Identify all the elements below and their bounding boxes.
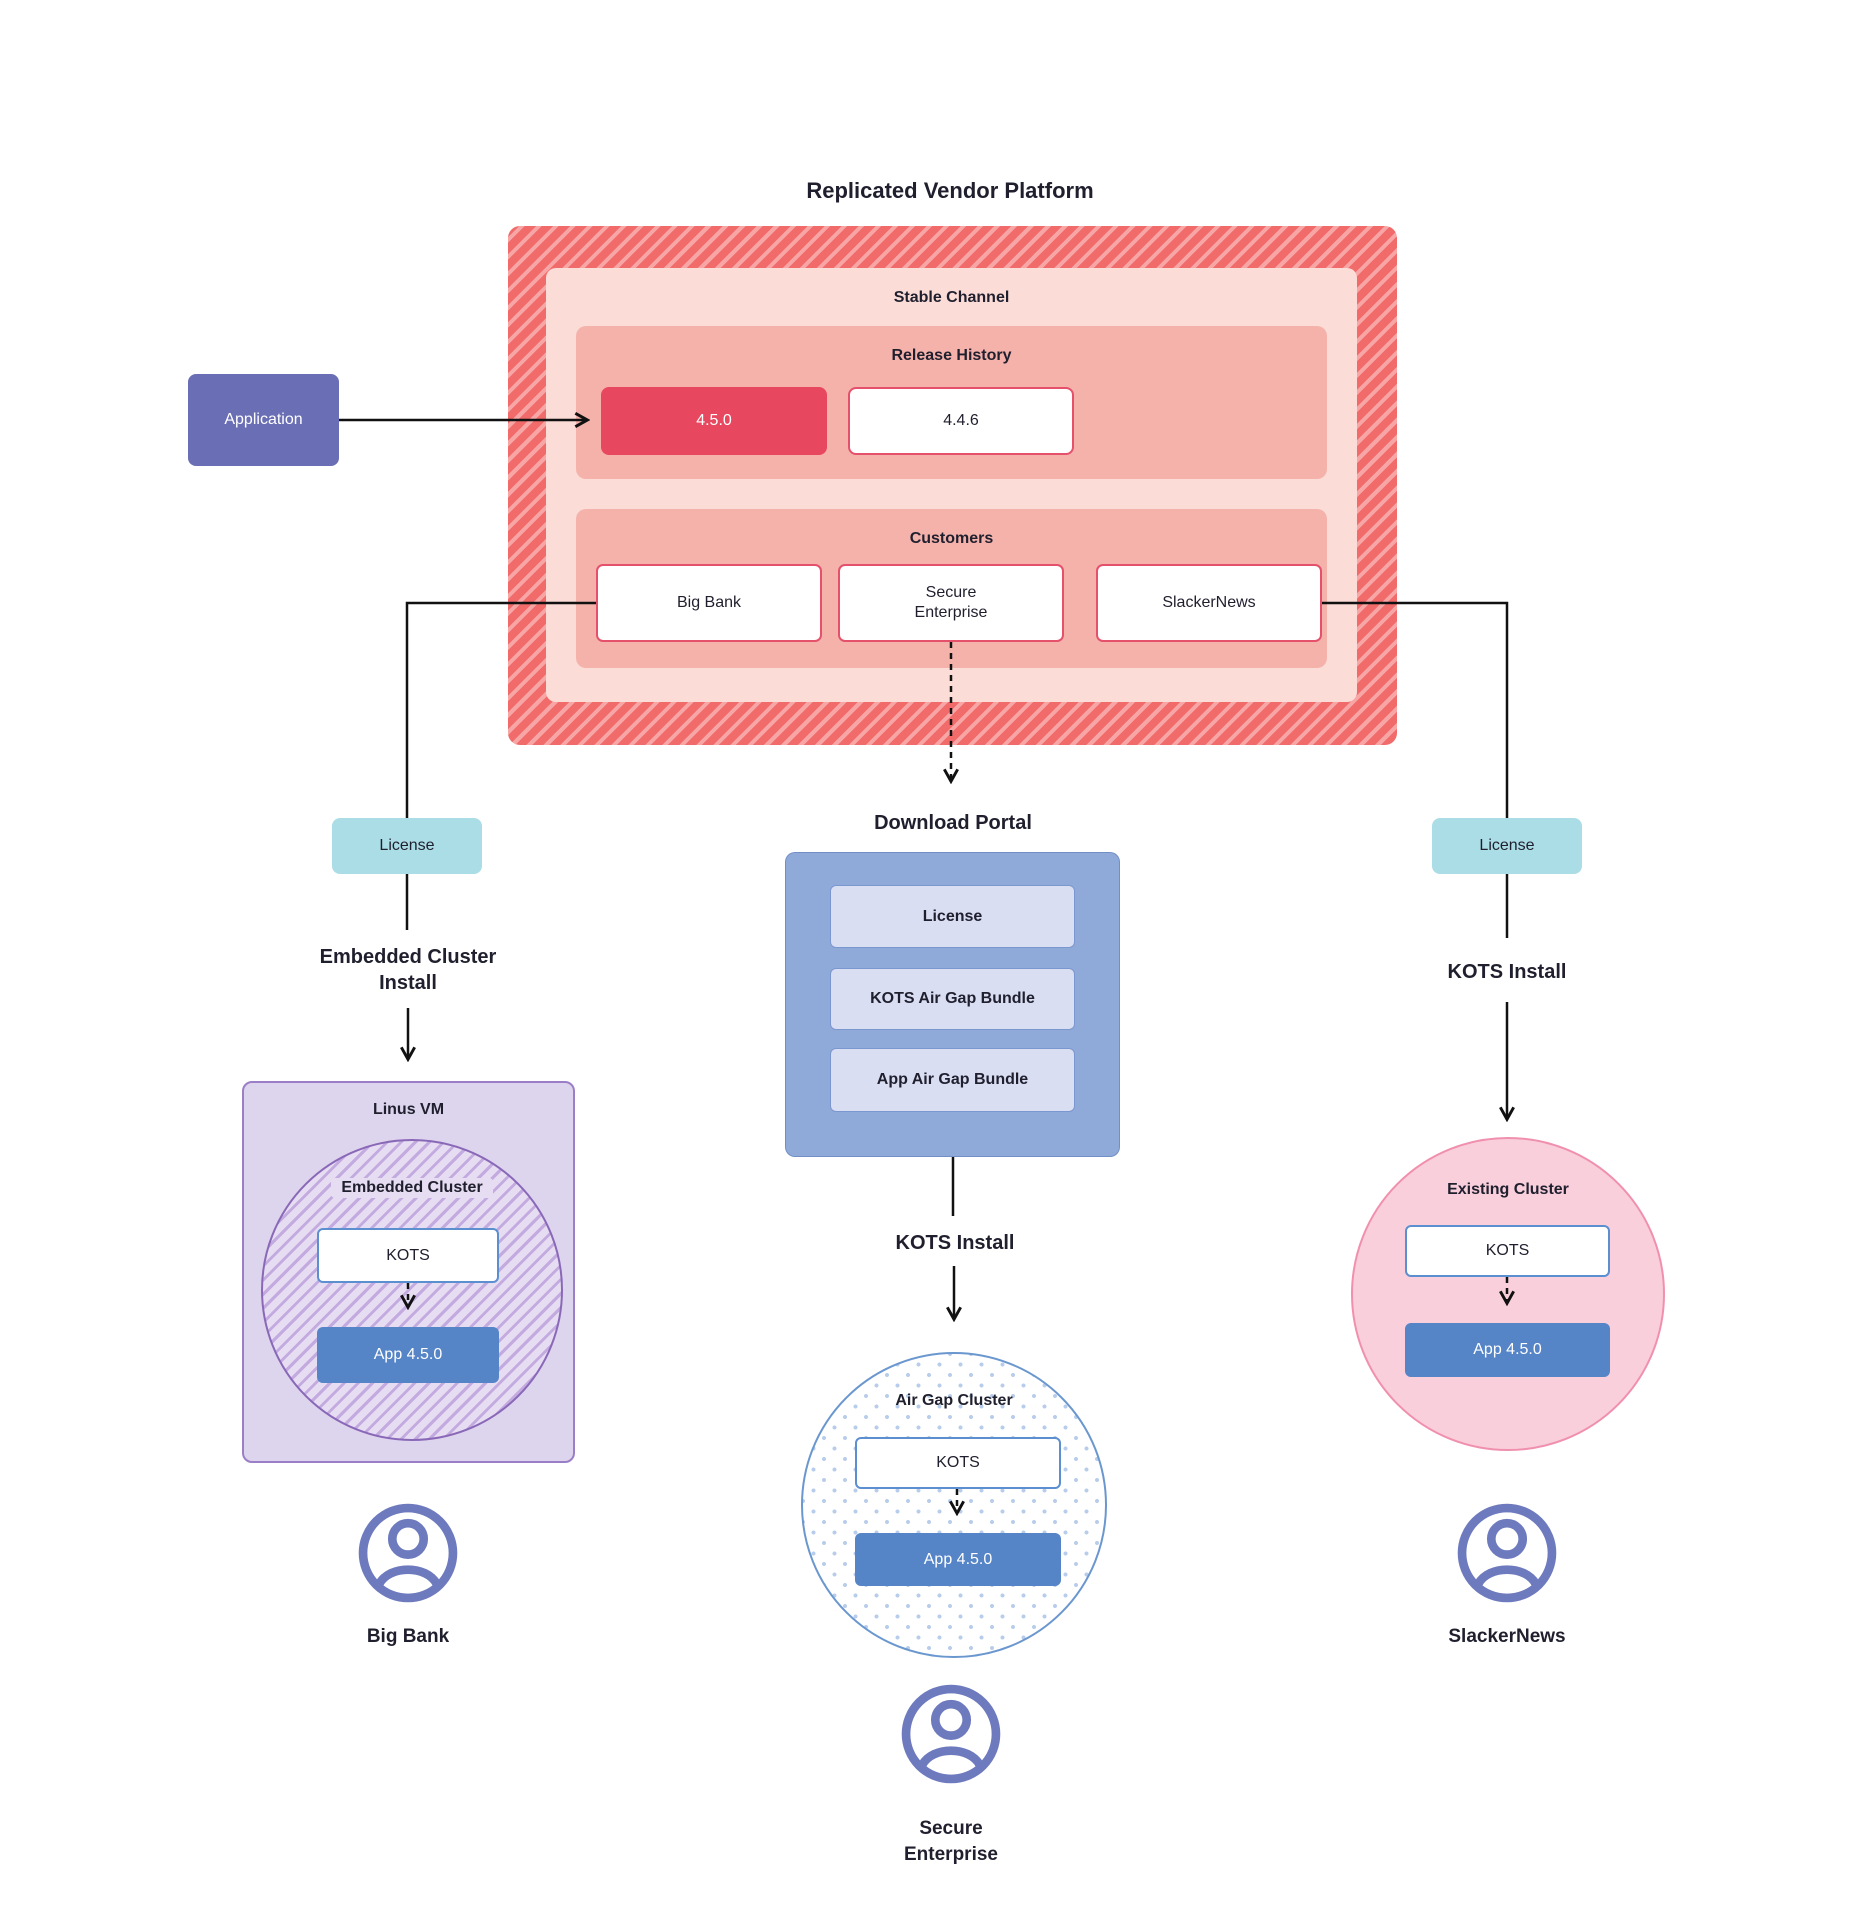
kots-box-slackernews[interactable]: KOTS: [1405, 1225, 1610, 1277]
stable-channel-label: Stable Channel: [893, 289, 1010, 306]
linus-vm-label: Linus VM: [372, 1101, 445, 1118]
customer-slackernews[interactable]: SlackerNews: [1096, 564, 1322, 642]
kots-box-big-bank[interactable]: KOTS: [317, 1228, 499, 1283]
portal-item-license[interactable]: License: [830, 885, 1075, 948]
customer-big-bank[interactable]: Big Bank: [596, 564, 822, 642]
app-box-secure-enterprise[interactable]: App 4.5.0: [855, 1533, 1061, 1586]
page-title: Replicated Vendor Platform: [806, 178, 1094, 203]
secure-enterprise-user-avatar: [899, 1682, 1003, 1786]
app-box-big-bank[interactable]: App 4.5.0: [317, 1327, 499, 1383]
portal-item-app-air-gap-bundle[interactable]: App Air Gap Bundle: [830, 1048, 1075, 1112]
user-icon: [1457, 1503, 1557, 1603]
big-bank-user-avatar: [356, 1501, 460, 1605]
user-icon: [358, 1503, 458, 1603]
portal-item-kots-air-gap-bundle[interactable]: KOTS Air Gap Bundle: [830, 968, 1075, 1030]
customers-label: Customers: [909, 530, 994, 547]
big-bank-user-label: Big Bank: [366, 1626, 450, 1647]
embedded-cluster-install-label: Embedded Cluster Install: [319, 946, 497, 994]
release-history-label: Release History: [891, 347, 1012, 364]
kots-box-secure-enterprise[interactable]: KOTS: [855, 1437, 1061, 1489]
existing-cluster-label: Existing Cluster: [1447, 1181, 1569, 1198]
license-badge-slackernews: License: [1432, 818, 1582, 874]
air-gap-cluster-circle: [801, 1352, 1107, 1658]
release-version-previous[interactable]: 4.4.6: [848, 387, 1074, 455]
air-gap-cluster-label: Air Gap Cluster: [895, 1392, 1013, 1409]
slackernews-user-avatar: [1455, 1501, 1559, 1605]
embedded-cluster-label: Embedded Cluster: [262, 1178, 562, 1198]
application-box[interactable]: Application: [188, 374, 339, 466]
user-icon: [901, 1684, 1001, 1784]
download-portal-label: Download Portal: [874, 812, 1032, 834]
secure-enterprise-user-label: Secure Enterprise: [904, 1818, 998, 1865]
app-box-slackernews[interactable]: App 4.5.0: [1405, 1323, 1610, 1377]
license-badge-big-bank: License: [332, 818, 482, 874]
kots-install-label-middle: KOTS Install: [895, 1232, 1015, 1254]
customer-secure-enterprise[interactable]: Secure Enterprise: [838, 564, 1064, 642]
slackernews-user-label: SlackerNews: [1448, 1626, 1566, 1647]
release-version-current[interactable]: 4.5.0: [601, 387, 827, 455]
kots-install-label-right: KOTS Install: [1447, 961, 1567, 983]
